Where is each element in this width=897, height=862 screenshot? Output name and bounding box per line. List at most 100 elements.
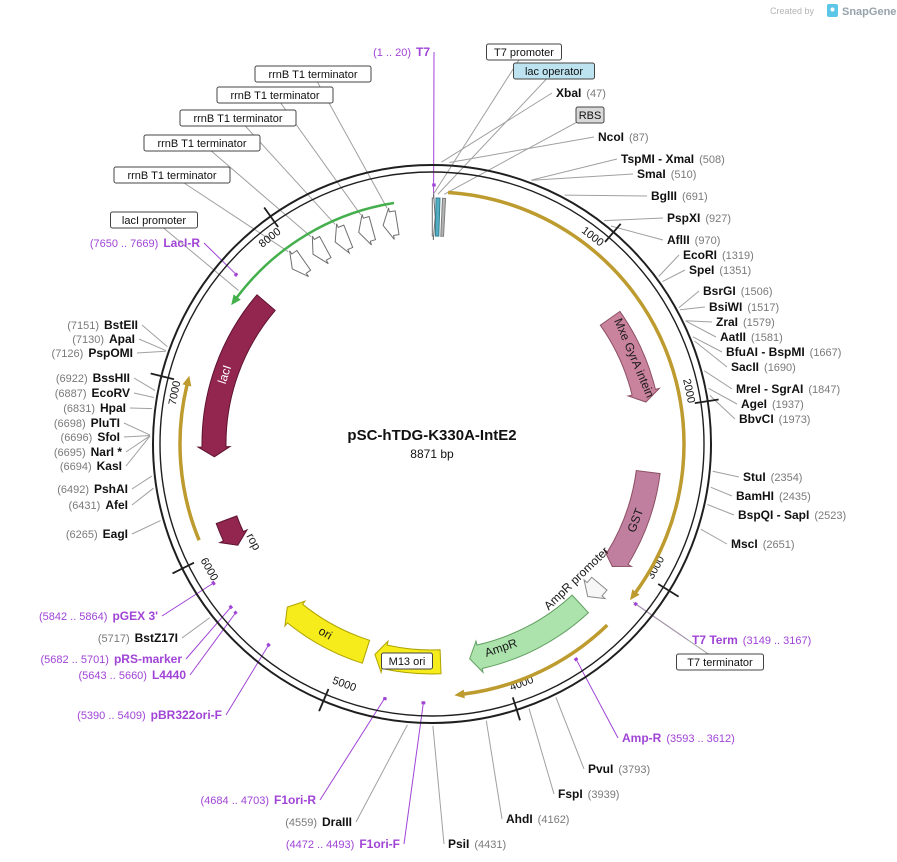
enzyme-label-bspqi-sapi[interactable]: BspQI - SapI(2523) [738,508,846,522]
primer-label-t7[interactable]: (1 .. 20)T7 [373,45,430,59]
primer-label-pbr322ori-f[interactable]: (5390 .. 5409)pBR322ori-F [77,708,222,722]
enzyme-position: (1581) [751,332,783,344]
enzyme-label-xbai[interactable]: XbaI(47) [556,86,606,100]
enzyme-label-psii[interactable]: PsiI(4431) [448,837,506,851]
boxed-label-rrnb-t1-terminator[interactable] [179,109,297,127]
enzyme-label-bsteii[interactable]: (7151)BstEII [67,318,138,332]
enzyme-label-spei[interactable]: SpeI(1351) [689,263,751,277]
primer-label-t7-term[interactable]: T7 Term(3149 .. 3167) [692,633,811,647]
enzyme-label-bamhi[interactable]: BamHI(2435) [736,489,811,503]
feature-rrnb-t1-terminator-3[interactable] [334,223,354,255]
boxed-label-text[interactable]: M13 ori [389,656,426,668]
boxed-label-rrnb-t1-terminator[interactable] [216,86,334,104]
boxed-label-text[interactable]: T7 terminator [687,657,753,669]
primer-range: (5682 .. 5701) [40,654,109,666]
feature-rbs[interactable] [440,197,447,237]
boxed-label-t7-terminator[interactable] [676,653,764,671]
feature-label-rop[interactable]: rop [243,531,264,553]
feature-rrnb-t1-terminator-1[interactable] [289,249,312,278]
enzyme-label-pspomi[interactable]: (7126)PspOMI [52,346,133,360]
enzyme-position: (1506) [741,286,773,298]
boxed-label-text[interactable]: rrnB T1 terminator [157,138,246,150]
feature-label-ori[interactable]: ori [316,624,334,643]
enzyme-label-fspi[interactable]: FspI(3939) [558,787,619,801]
boxed-label-rbs[interactable] [575,106,605,124]
enzyme-label-bstz17i[interactable]: (5717)BstZ17I [98,631,178,645]
enzyme-label-sacii[interactable]: SacII(1690) [731,360,796,374]
boxed-label-text[interactable]: rrnB T1 terminator [127,170,216,182]
enzyme-position: (4162) [538,814,570,826]
enzyme-label-apai[interactable]: (7130)ApaI [72,332,135,346]
primer-label-f1ori-r[interactable]: (4684 .. 4703)F1ori-R [201,793,317,807]
enzyme-label-stui[interactable]: StuI(2354) [743,470,802,484]
enzyme-label-ahdi[interactable]: AhdI(4162) [506,812,569,826]
boxed-label-text[interactable]: lacI promoter [122,215,187,227]
boxed-label-lac-operator[interactable] [513,62,595,80]
enzyme-label-nari[interactable]: (6695)NarI * [54,445,122,459]
tick-label: 7000 [167,380,184,406]
primer-label-l4440[interactable]: (5643 .. 5660)L4440 [78,668,186,682]
boxed-label-rrnb-t1-terminator[interactable] [113,166,231,184]
boxed-label-rrnb-t1-terminator[interactable] [143,134,261,152]
enzyme-label-smai[interactable]: SmaI(510) [637,167,696,181]
boxed-label-text[interactable]: RBS [579,110,602,122]
feature-gst[interactable] [602,469,661,568]
enzyme-name: EcoRI [683,248,717,262]
boxed-label-text[interactable]: rrnB T1 terminator [268,69,357,81]
boxed-label-m13-ori[interactable] [381,652,433,670]
primer-label-f1ori-f[interactable]: (4472 .. 4493)F1ori-F [286,837,400,851]
enzyme-label-msci[interactable]: MscI(2651) [731,537,794,551]
leader-line [136,350,166,354]
tick-label: 6000 [198,556,220,583]
enzyme-label-pspxi[interactable]: PspXI(927) [667,211,731,225]
enzyme-label-aatii[interactable]: AatII(1581) [720,330,783,344]
feature-rrnb-t1-terminator-4[interactable] [358,214,377,246]
enzyme-label-draiii[interactable]: (4559)DraIII [285,815,352,829]
primer-label-amp-r[interactable]: Amp-R(3593 .. 3612) [622,731,735,745]
feature-laci[interactable] [196,294,276,458]
primer-label-laci-r[interactable]: (7650 .. 7669)LacI-R [90,236,201,250]
enzyme-label-mrei-sgrai[interactable]: MreI - SgrAI(1847) [736,382,840,396]
feature-ampr-promoter[interactable] [583,576,608,600]
boxed-label-t7-promoter[interactable] [486,43,562,61]
feature-rrnb-t1-terminator-5[interactable] [382,207,400,240]
primer-label-pgex-3[interactable]: (5842 .. 5864)pGEX 3' [39,609,158,623]
enzyme-label-bsrgi[interactable]: BsrGI(1506) [703,284,772,298]
enzyme-label-pluti[interactable]: (6698)PluTI [54,416,120,430]
boxed-label-text[interactable]: rrnB T1 terminator [193,113,282,125]
enzyme-label-kasi[interactable]: (6694)KasI [60,459,122,473]
enzyme-label-hpai[interactable]: (6831)HpaI [63,401,126,415]
feature-ori[interactable] [284,600,371,664]
enzyme-label-afei[interactable]: (6431)AfeI [69,498,128,512]
enzyme-label-ecorv[interactable]: (6887)EcoRV [55,386,130,400]
boxed-label-text[interactable]: rrnB T1 terminator [230,90,319,102]
feature-mxe-gyra-intein[interactable] [599,310,661,403]
enzyme-label-bglii[interactable]: BglII(691) [651,189,708,203]
feature-lac-operator[interactable] [434,197,441,237]
enzyme-label-tspmi-xmai[interactable]: TspMI - XmaI(508) [621,152,725,166]
feature-ampr[interactable] [469,594,590,675]
enzyme-label-eagi[interactable]: (6265)EagI [66,527,128,541]
enzyme-label-bbvci[interactable]: BbvCI(1973) [739,412,810,426]
enzyme-label-bsiwi[interactable]: BsiWI(1517) [709,300,779,314]
enzyme-label-aflii[interactable]: AflII(970) [667,233,720,247]
enzyme-label-zrai[interactable]: ZraI(1579) [716,315,775,329]
feature-rrnb-t1-terminator-2[interactable] [311,235,332,265]
enzyme-label-pshai[interactable]: (6492)PshAI [57,482,128,496]
boxed-label-rrnb-t1-terminator[interactable] [254,65,372,83]
enzyme-label-bsshii[interactable]: (6922)BssHII [56,371,130,385]
leader-line [604,217,664,222]
boxed-label-text[interactable]: T7 promoter [494,47,554,59]
boxed-label-text[interactable]: lac operator [525,66,583,78]
enzyme-label-ecori[interactable]: EcoRI(1319) [683,248,754,262]
boxed-label-laci-promoter[interactable] [110,211,198,229]
feature-rop[interactable] [215,515,249,546]
primer-label-prs-marker[interactable]: (5682 .. 5701)pRS-marker [40,652,182,666]
feature-label-laci[interactable]: lacI [215,363,234,385]
enzyme-label-sfoi[interactable]: (6696)SfoI [61,430,120,444]
feature-t7-promoter[interactable] [431,193,436,241]
enzyme-label-agei[interactable]: AgeI(1937) [741,397,804,411]
enzyme-label-bfuai-bspmi[interactable]: BfuAI - BspMI(1667) [726,345,841,359]
enzyme-label-ncoi[interactable]: NcoI(87) [598,130,649,144]
enzyme-label-pvui[interactable]: PvuI(3793) [588,762,650,776]
